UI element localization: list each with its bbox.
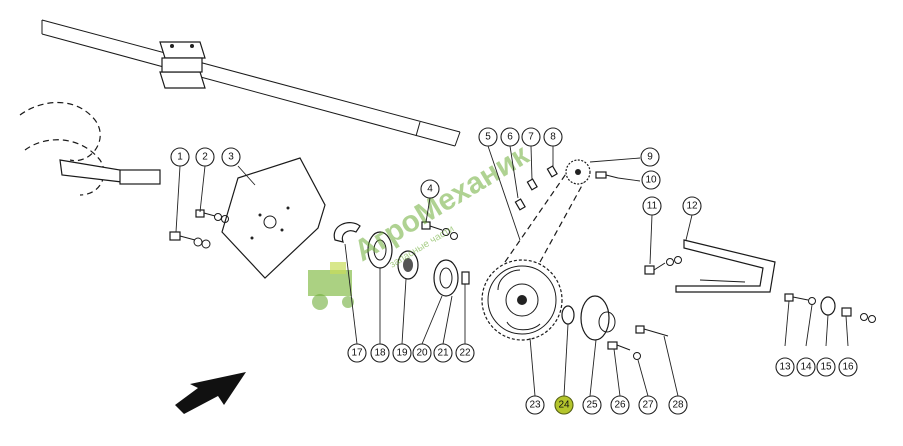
callout-9-label: 9 bbox=[647, 152, 653, 163]
callout-4[interactable]: 4 bbox=[420, 179, 440, 199]
callout-17[interactable]: 17 bbox=[347, 343, 367, 363]
callout-14-label: 14 bbox=[800, 362, 812, 373]
callout-5[interactable]: 5 bbox=[478, 127, 498, 147]
callout-8[interactable]: 8 bbox=[543, 127, 563, 147]
callout-5-label: 5 bbox=[485, 132, 491, 143]
callout-2-label: 2 bbox=[202, 152, 208, 163]
callout-14[interactable]: 14 bbox=[796, 357, 816, 377]
callout-1[interactable]: 1 bbox=[170, 147, 190, 167]
callout-8-label: 8 bbox=[550, 132, 556, 143]
callout-11[interactable]: 11 bbox=[642, 196, 662, 216]
callout-12-label: 12 bbox=[686, 201, 698, 212]
callout-3[interactable]: 3 bbox=[221, 147, 241, 167]
callout-6-label: 6 bbox=[507, 132, 513, 143]
auger-outline bbox=[19, 101, 161, 196]
callout-12[interactable]: 12 bbox=[682, 196, 702, 216]
callout-26[interactable]: 26 bbox=[610, 395, 630, 415]
callout-7-label: 7 bbox=[528, 132, 534, 143]
hub-assembly bbox=[561, 295, 669, 360]
mounting-plate bbox=[221, 157, 326, 279]
callout-2[interactable]: 2 bbox=[195, 147, 215, 167]
callout-24-label: 24 bbox=[558, 400, 570, 411]
callout-6[interactable]: 6 bbox=[500, 127, 520, 147]
callout-22[interactable]: 22 bbox=[455, 343, 475, 363]
callout-27[interactable]: 27 bbox=[638, 395, 658, 415]
callout-1-label: 1 bbox=[177, 152, 183, 163]
callout-22-label: 22 bbox=[459, 348, 471, 359]
callout-18-label: 18 bbox=[374, 348, 386, 359]
callout-18[interactable]: 18 bbox=[370, 343, 390, 363]
callout-13-label: 13 bbox=[779, 362, 791, 373]
callout-15-label: 15 bbox=[820, 362, 832, 373]
callout-28-label: 28 bbox=[672, 400, 684, 411]
callout-16[interactable]: 16 bbox=[838, 357, 858, 377]
chain-links bbox=[514, 165, 558, 211]
tractor-logo bbox=[308, 262, 354, 310]
bearing-stack bbox=[333, 221, 470, 297]
callout-11-label: 11 bbox=[647, 201, 658, 212]
large-sprocket bbox=[481, 259, 563, 341]
callout-20[interactable]: 20 bbox=[412, 343, 432, 363]
bolt-2-assembly bbox=[195, 209, 229, 223]
callout-16-label: 16 bbox=[842, 362, 854, 373]
callout-23-label: 23 bbox=[529, 400, 541, 411]
callout-19[interactable]: 19 bbox=[392, 343, 412, 363]
small-sprocket bbox=[565, 159, 619, 185]
callout-13[interactable]: 13 bbox=[775, 357, 795, 377]
bracket bbox=[644, 239, 776, 293]
main-shaft bbox=[41, 19, 461, 147]
callout-10-label: 10 bbox=[645, 175, 657, 186]
callout-23[interactable]: 23 bbox=[525, 395, 545, 415]
callout-21[interactable]: 21 bbox=[433, 343, 453, 363]
callout-27-label: 27 bbox=[642, 400, 654, 411]
callout-3-label: 3 bbox=[228, 152, 234, 163]
callout-15[interactable]: 15 bbox=[816, 357, 836, 377]
callout-25[interactable]: 25 bbox=[582, 395, 602, 415]
callout-10[interactable]: 10 bbox=[641, 170, 661, 190]
callout-24[interactable]: 24 bbox=[554, 395, 574, 415]
callout-28[interactable]: 28 bbox=[668, 395, 688, 415]
bolt-1-assembly bbox=[169, 231, 211, 249]
callout-7[interactable]: 7 bbox=[521, 127, 541, 147]
callout-26-label: 26 bbox=[614, 400, 626, 411]
callout-21-label: 21 bbox=[437, 348, 449, 359]
callouts: 1 2 3 4 5 6 7 8 9 10 11 12 13 14 15 16 1… bbox=[170, 127, 858, 415]
callout-17-label: 17 bbox=[351, 348, 363, 359]
bracket-hardware bbox=[784, 293, 876, 323]
leader-lines bbox=[175, 145, 849, 397]
direction-arrow bbox=[175, 372, 246, 414]
chain bbox=[504, 167, 586, 263]
callout-25-label: 25 bbox=[586, 400, 598, 411]
callout-19-label: 19 bbox=[396, 348, 408, 359]
callout-20-label: 20 bbox=[416, 348, 428, 359]
callout-4-label: 4 bbox=[427, 184, 433, 195]
callout-9[interactable]: 9 bbox=[640, 147, 660, 167]
